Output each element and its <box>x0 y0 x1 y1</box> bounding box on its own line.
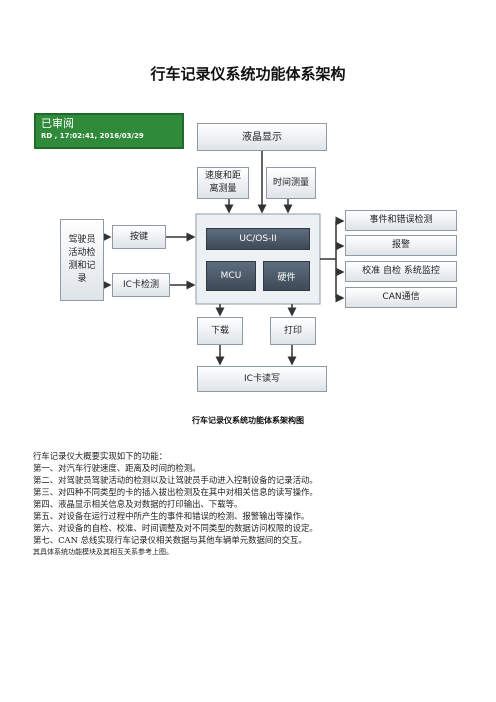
stamp-detail: RD , 17:02:41, 2016/03/29 <box>41 132 144 140</box>
stamp-status: 已审阅 <box>41 117 74 130</box>
ic-card-rw-box: IC卡读写 <box>197 366 327 392</box>
paragraph: 第五、对设备在运行过程中所产生的事件和错误的检测、报警输出等操作。 <box>33 511 310 521</box>
paragraph: 第四、液晶显示相关信息及对数据的打印输出、下载等。 <box>33 499 243 509</box>
print-box: 打印 <box>270 317 316 345</box>
event-error-box: 事件和错误检测 <box>345 210 457 231</box>
lcd-display-box: 液晶显示 <box>197 123 327 151</box>
paragraph: 第三、对四种不同类型的卡的插入拔出检测及在其中对相关信息的读写操作。 <box>33 487 318 497</box>
keys-box: 按键 <box>112 225 166 249</box>
footnote: 其具体系统功能模块及其相互关系参考上图。 <box>33 548 173 556</box>
paragraph: 第七、CAN 总线实现行车记录仪相关数据与其他车辆单元数据间的交互。 <box>33 535 307 545</box>
mcu-box: MCU <box>206 261 256 291</box>
download-box: 下载 <box>197 317 243 345</box>
review-stamp: 已审阅 RD , 17:02:41, 2016/03/29 <box>34 113 184 149</box>
paragraph: 第二、对驾驶员驾驶活动的检测以及让驾驶员手动进入控制设备的记录活动。 <box>33 475 318 485</box>
can-comm-box: CAN通信 <box>345 287 457 308</box>
time-measure-box: 时间测量 <box>266 167 316 199</box>
ic-card-detect-box: IC卡检测 <box>112 273 170 297</box>
calibration-box: 校准 自检 系统监控 <box>345 261 457 282</box>
alarm-box: 报警 <box>345 235 457 256</box>
figure-caption: 行车记录仪系统功能体系架构图 <box>192 416 304 425</box>
speed-distance-box: 速度和距离测量 <box>197 167 249 199</box>
hardware-box: 硬件 <box>263 261 310 291</box>
paragraph: 第六、对设备的自检、校准、时间调整及对不同类型的数据访问权限的设定。 <box>33 523 318 533</box>
paragraph: 行车记录仪大概要实现如下的功能： <box>33 451 167 461</box>
body-text: 行车记录仪大概要实现如下的功能： 第一、对汽车行驶速度、距离及时间的检测。 第二… <box>33 450 473 558</box>
driver-activity-box: 驾驶员活动检测和记录 <box>60 219 104 301</box>
paragraph: 第一、对汽车行驶速度、距离及时间的检测。 <box>33 463 201 473</box>
page-title: 行车记录仪系统功能体系架构 <box>150 65 346 83</box>
architecture-diagram: 已审阅 RD , 17:02:41, 2016/03/29 液晶显示 速度和距离… <box>34 111 466 395</box>
rtos-box: UC/OS-II <box>206 228 310 250</box>
